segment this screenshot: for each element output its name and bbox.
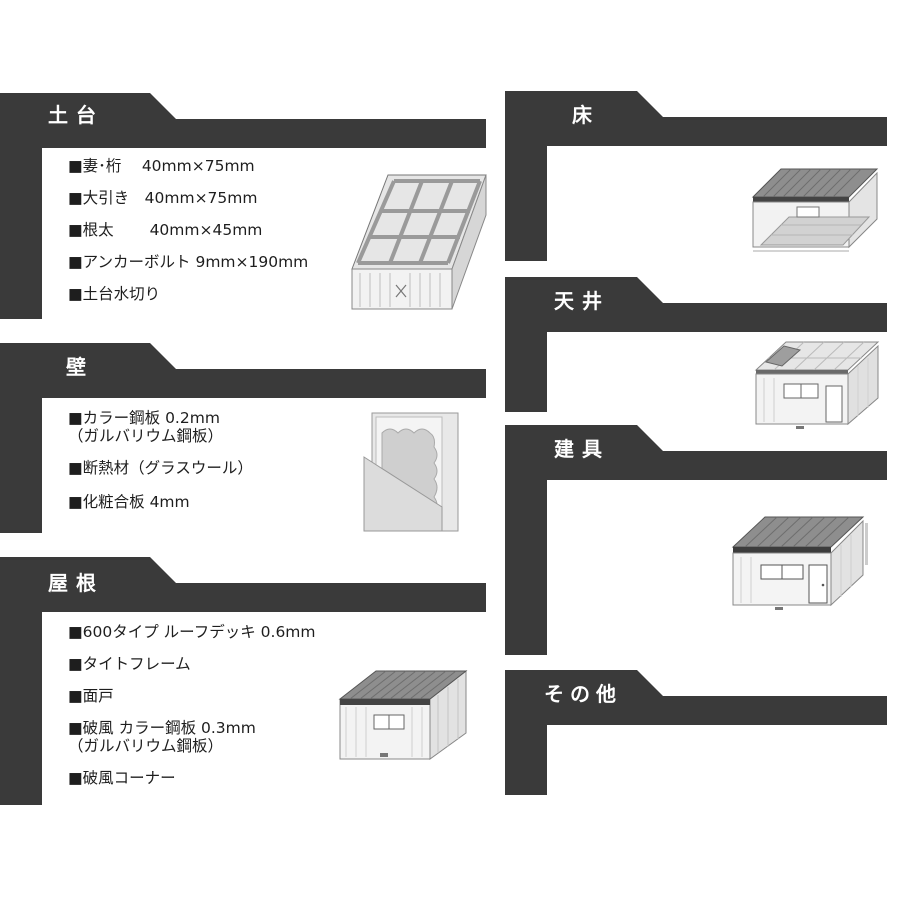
spec-item: ■600タイプ ルーフデッキ 0.6mm xyxy=(68,623,316,641)
section-title: 床 xyxy=(572,103,600,127)
section-frame xyxy=(505,425,887,655)
spec-item-text: ■カラー鋼板 0.2mm xyxy=(68,409,220,427)
spec-item: ■土台水切り xyxy=(68,285,161,303)
section-tategu: 建具 xyxy=(505,425,895,655)
spec-item: ■タイトフレーム xyxy=(68,655,191,673)
ceiling-illustration xyxy=(754,341,880,429)
wall-panel-illustration xyxy=(363,412,459,532)
floor-interior-illustration xyxy=(751,168,879,252)
section-title: その他 xyxy=(544,682,622,706)
spec-item-note: （ガルバリウム鋼板） xyxy=(68,737,224,755)
section-frame xyxy=(0,557,486,805)
spec-item: ■カラー鋼板 0.2mm （ガルバリウム鋼板） xyxy=(68,409,253,445)
spec-item: ■面戸 xyxy=(68,687,114,705)
spec-item-text: ■破風 カラー鋼板 0.3mm xyxy=(68,719,256,737)
spec-item: ■根太 40mm×45mm xyxy=(68,221,263,239)
section-sonota: その他 xyxy=(505,670,895,795)
section-frame xyxy=(0,343,486,533)
section-frame xyxy=(505,91,887,261)
section-title: 壁 xyxy=(66,355,94,379)
section-title: 建具 xyxy=(554,437,610,461)
section-dodai: 土台 ■妻･桁 40mm×75mm ■大引き 40mm×75mm ■根太 40m… xyxy=(0,93,490,319)
floor-frame-illustration xyxy=(351,174,487,310)
spec-item: ■破風コーナー xyxy=(68,769,176,787)
section-title: 屋根 xyxy=(48,571,104,595)
prefab-house-illustration xyxy=(338,669,468,760)
section-frame xyxy=(505,277,887,412)
section-title: 天井 xyxy=(554,289,610,313)
spec-list: ■600タイプ ルーフデッキ 0.6mm ■タイトフレーム ■面戸 ■破風 カラ… xyxy=(68,623,316,787)
section-tenjo: 天井 xyxy=(505,277,895,412)
section-yuka: 床 xyxy=(505,91,895,261)
section-frame xyxy=(505,670,887,795)
section-yane: 屋根 ■600タイプ ルーフデッキ 0.6mm ■タイトフレーム ■面戸 ■破風… xyxy=(0,557,490,805)
spec-item: ■アンカーボルト 9mm×190mm xyxy=(68,253,309,271)
spec-item: ■大引き 40mm×75mm xyxy=(68,189,258,207)
section-kabe: 壁 ■カラー鋼板 0.2mm （ガルバリウム鋼板） ■断熱材（グラスウール） ■… xyxy=(0,343,490,533)
spec-item: ■断熱材（グラスウール） xyxy=(68,459,253,477)
spec-list: ■妻･桁 40mm×75mm ■大引き 40mm×75mm ■根太 40mm×4… xyxy=(68,157,308,303)
fittings-house-illustration xyxy=(731,516,868,610)
spec-list: ■カラー鋼板 0.2mm （ガルバリウム鋼板） ■断熱材（グラスウール） ■化粧… xyxy=(68,409,253,511)
spec-item-note: （ガルバリウム鋼板） xyxy=(68,427,224,445)
spec-item: ■化粧合板 4mm xyxy=(68,493,190,511)
section-frame xyxy=(0,93,486,319)
spec-item: ■妻･桁 40mm×75mm xyxy=(68,157,255,175)
spec-item: ■破風 カラー鋼板 0.3mm （ガルバリウム鋼板） xyxy=(68,719,316,755)
section-title: 土台 xyxy=(48,103,104,127)
